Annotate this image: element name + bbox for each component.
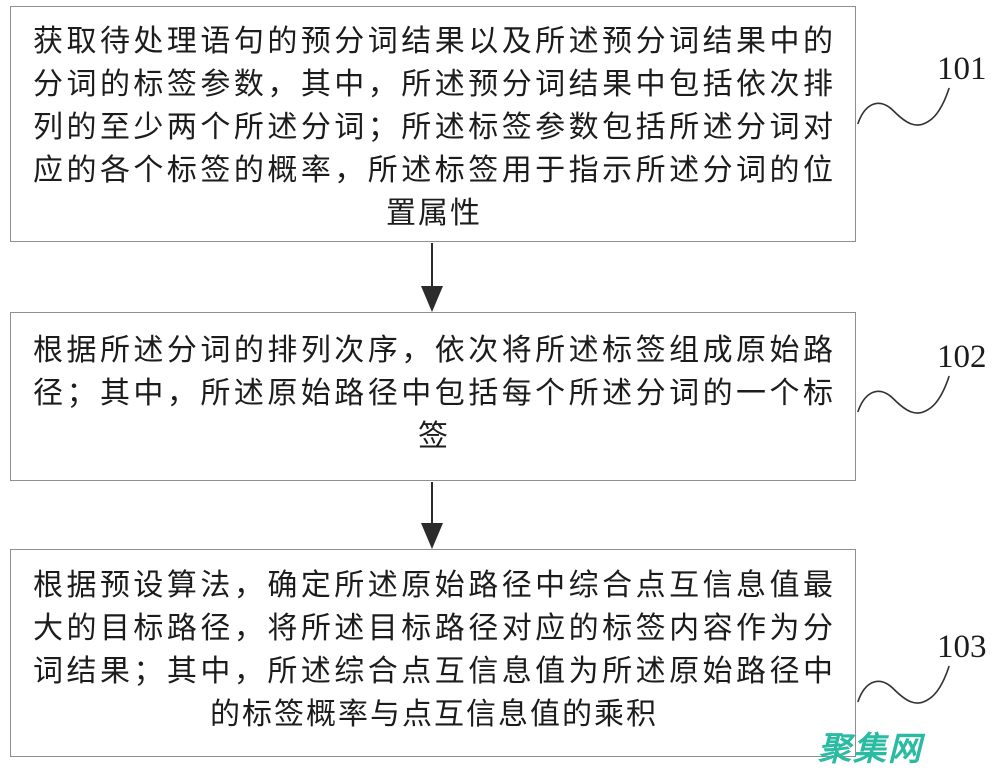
site-watermark: 聚集网 (818, 730, 923, 767)
arrow-shaft (431, 482, 433, 524)
ref-label-102: 102 (857, 338, 999, 422)
down-arrow-icon (421, 482, 443, 549)
down-arrow-icon (421, 243, 443, 312)
ref-label-103: 103 (857, 628, 999, 712)
arrow-head (421, 286, 443, 312)
ref-number: 103 (937, 629, 987, 665)
flow-step-1-text-line: 置属性 (386, 197, 482, 230)
flow-step-3-text-line: 根据预设算法，确定所述原始路径中综合点互信息值最 (33, 569, 835, 602)
arrow-head (421, 523, 443, 549)
flow-step-1-box: 获取待处理语句的预分词结果以及所述预分词结果中的 分词的标签参数，其中，所述预分… (10, 6, 856, 242)
flow-step-3-text-line: 大的目标路径，将所述目标路径对应的标签内容作为分 (33, 612, 835, 645)
flow-step-2-text-line: 径；其中，所述原始路径中包括每个所述分词的一个标 (33, 377, 835, 410)
flow-step-3-box: 根据预设算法，确定所述原始路径中综合点互信息值最 大的目标路径，将所述目标路径对… (10, 549, 856, 757)
ref-number: 102 (937, 339, 987, 375)
flow-step-1-text-line: 应的各个标签的概率，所述标签用于指示所述分词的位 (33, 154, 835, 187)
flow-step-2-text-line: 根据所述分词的排列次序，依次将所述标签组成原始路 (33, 334, 835, 367)
flow-step-3-text-line: 词结果；其中，所述综合点互信息值为所述原始路径中 (33, 655, 835, 688)
ref-number: 101 (937, 51, 987, 87)
flow-step-2-text-line: 签 (418, 420, 450, 453)
flow-step-1-text-line: 列的至少两个所述分词；所述标签参数包括所述分词对 (33, 111, 835, 144)
tilde-connector-icon (857, 665, 950, 704)
tilde-connector-icon (857, 87, 950, 126)
arrow-shaft (431, 243, 433, 287)
flow-step-2-box: 根据所述分词的排列次序，依次将所述标签组成原始路 径；其中，所述原始路径中包括每… (10, 312, 856, 481)
tilde-connector-icon (857, 375, 950, 414)
flow-step-1-text-line: 分词的标签参数，其中，所述预分词结果中包括依次排 (33, 68, 835, 101)
ref-label-101: 101 (857, 50, 999, 134)
flow-step-1-text-line: 获取待处理语句的预分词结果以及所述预分词结果中的 (33, 25, 835, 58)
flow-step-3-text-line: 的标签概率与点互信息值的乘积 (210, 698, 658, 731)
